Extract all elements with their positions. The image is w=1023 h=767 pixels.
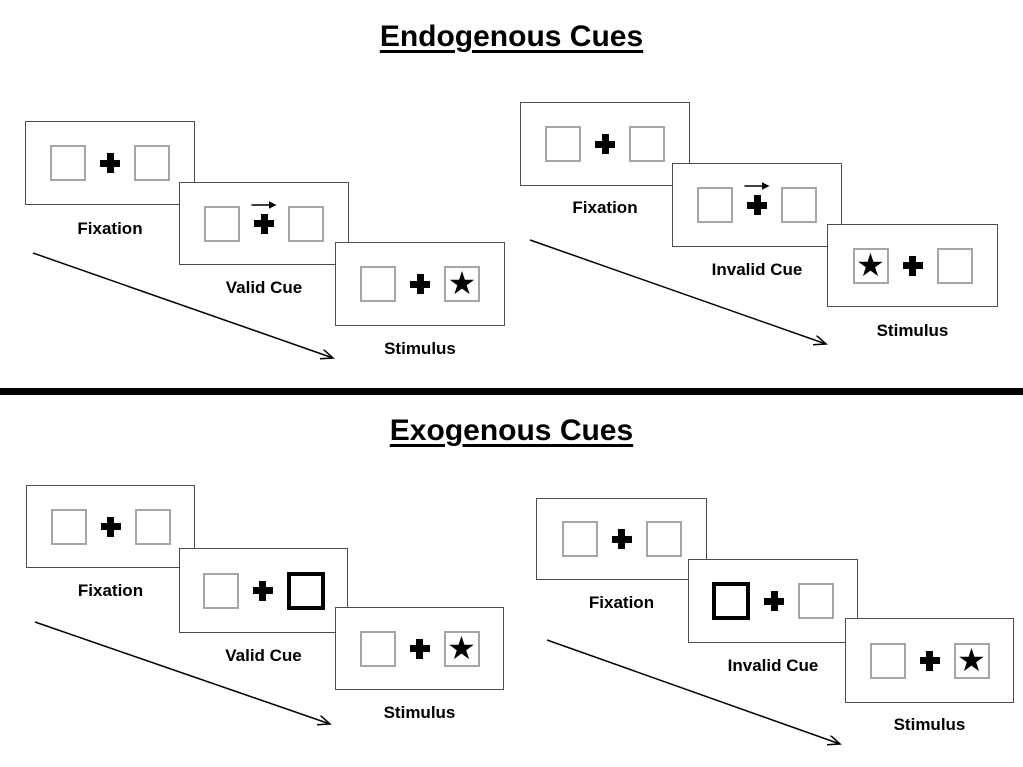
left-box: [50, 145, 86, 181]
cue-right-arrow-icon: [744, 182, 770, 190]
panel-label: Stimulus: [383, 703, 456, 722]
left-box: [869, 642, 906, 679]
right-box: [134, 145, 170, 181]
right-box: [134, 508, 171, 545]
section-divider: [0, 388, 1023, 395]
right-box: [288, 205, 324, 242]
fixation-cross-icon: [410, 274, 430, 294]
fixation-cross-icon: [100, 153, 120, 173]
panel-label: Fixation: [77, 219, 143, 238]
fixation-cross-icon: [252, 580, 273, 601]
fixation-cross-icon: [919, 650, 940, 671]
cue-right-arrow-icon: [251, 200, 277, 209]
left-box: [697, 187, 733, 223]
timeline-arrow-exogenous-invalid: [546, 639, 840, 744]
panel-label: Valid Cue: [225, 278, 303, 297]
left-box: [561, 521, 598, 557]
timeline-arrow-endogenous-valid: [32, 252, 333, 358]
timeline-arrow-exogenous-valid: [34, 621, 330, 724]
panel-label: Stimulus: [893, 715, 966, 734]
right-box: [936, 247, 973, 284]
panel-endogenous-valid-cue: [179, 182, 349, 265]
left-box-highlight-cue: [712, 582, 750, 620]
fixation-cross-icon: [744, 182, 770, 215]
panel-endogenous-invalid-cue: [672, 163, 842, 247]
panel-label: Valid Cue: [225, 646, 302, 665]
right-box: [798, 583, 834, 619]
right-box: ★: [953, 641, 990, 679]
left-box: [50, 508, 87, 545]
fixation-cross-icon: [611, 529, 632, 549]
panel-label: Invalid Cue: [727, 656, 819, 675]
stimulus-star-icon: ★: [447, 265, 477, 301]
right-box: [781, 187, 817, 223]
panel-label: Stimulus: [876, 321, 949, 340]
right-box: [645, 521, 682, 557]
panel-label: Stimulus: [384, 339, 456, 358]
fixation-cross-icon: [764, 591, 784, 611]
panel-exogenous-invalid-cue: [688, 559, 858, 643]
panel-label: Fixation: [588, 593, 655, 612]
left-box: ★: [852, 246, 889, 284]
section-title-endogenous: Endogenous Cues: [379, 20, 644, 53]
fixation-cross-icon: [251, 200, 277, 234]
left-box: [359, 630, 396, 667]
right-box: ★: [443, 629, 480, 667]
left-box: [204, 205, 240, 242]
panel-label: Fixation: [572, 198, 638, 217]
fixation-cross-icon: [595, 134, 615, 154]
panel-label: Invalid Cue: [711, 260, 803, 279]
panel-exogenous-valid-cue: [179, 548, 348, 633]
panel-exogenous-valid-fixation: [26, 485, 195, 568]
panel-endogenous-invalid-fixation: [520, 102, 690, 186]
left-box: [202, 572, 239, 609]
panel-label: Fixation: [77, 581, 144, 600]
stimulus-star-icon: ★: [957, 641, 986, 678]
left-box: [545, 126, 581, 162]
section-title-exogenous: Exogenous Cues: [389, 414, 634, 447]
right-box: ★: [444, 266, 480, 302]
timeline-arrow-endogenous-invalid: [529, 239, 826, 344]
left-box: [360, 266, 396, 302]
stimulus-star-icon: ★: [447, 629, 476, 666]
panel-endogenous-invalid-stimulus: ★: [827, 224, 998, 307]
panel-exogenous-invalid-fixation: [536, 498, 707, 580]
panel-endogenous-valid-fixation: [25, 121, 195, 205]
panel-exogenous-invalid-stimulus: ★: [845, 618, 1014, 703]
stimulus-star-icon: ★: [856, 246, 885, 283]
fixation-cross-icon: [902, 255, 923, 276]
fixation-cross-icon: [409, 638, 430, 659]
right-box: [629, 126, 665, 162]
fixation-cross-icon: [100, 516, 121, 537]
right-box-highlight-cue: [286, 571, 325, 610]
panel-exogenous-valid-stimulus: ★: [335, 607, 504, 690]
panel-endogenous-valid-stimulus: ★: [335, 242, 505, 326]
